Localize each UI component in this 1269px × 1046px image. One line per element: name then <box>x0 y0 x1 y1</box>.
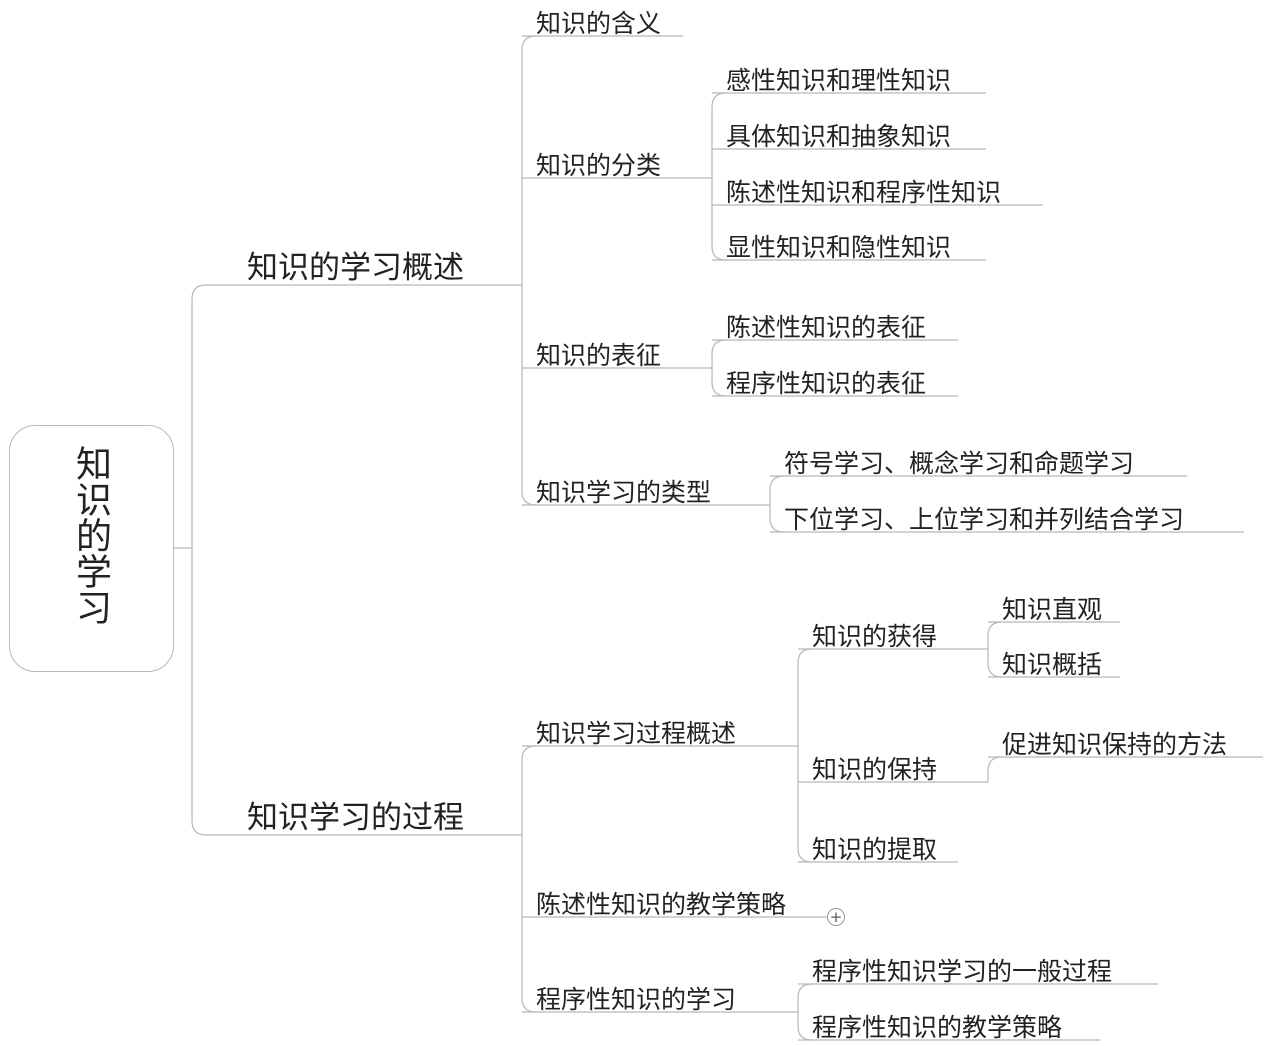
node-class-item[interactable]: 感性知识和理性知识 <box>726 66 952 95</box>
node-rep-item[interactable]: 陈述性知识的表征 <box>726 313 927 342</box>
node-rep-item[interactable]: 程序性知识的表征 <box>726 369 927 398</box>
node-type-item[interactable]: 下位学习、上位学习和并列结合学习 <box>784 505 1185 534</box>
node-proc-item[interactable]: 程序性知识的教学策略 <box>812 1013 1063 1042</box>
node-acquisition[interactable]: 知识的获得 <box>812 622 938 651</box>
node-learning-types[interactable]: 知识学习的类型 <box>536 478 712 507</box>
node-knowledge-meaning[interactable]: 知识的含义 <box>536 9 662 38</box>
root-node[interactable] <box>9 425 174 672</box>
connector-overview-trunk <box>521 35 537 506</box>
node-declarative-strategy[interactable]: 陈述性知识的教学策略 <box>536 890 787 919</box>
expand-plus-icon[interactable]: + <box>827 908 845 926</box>
node-acq-item[interactable]: 知识概括 <box>1002 650 1103 679</box>
connector-retention <box>987 756 1003 782</box>
node-class-item[interactable]: 具体知识和抽象知识 <box>726 122 952 151</box>
node-retrieval[interactable]: 知识的提取 <box>812 835 938 864</box>
node-acq-item[interactable]: 知识直观 <box>1002 595 1103 624</box>
connector-procedural <box>797 983 813 1041</box>
root-label: 知识的学习 <box>70 445 111 625</box>
node-class-item[interactable]: 陈述性知识和程序性知识 <box>726 178 1002 207</box>
connector-representation <box>711 339 727 397</box>
connector-process-overview <box>797 648 813 863</box>
node-knowledge-classification[interactable]: 知识的分类 <box>536 151 662 180</box>
connector-classification <box>711 92 727 261</box>
node-retention[interactable]: 知识的保持 <box>812 755 938 784</box>
node-ret-item[interactable]: 促进知识保持的方法 <box>1002 730 1228 759</box>
connector-types <box>769 475 785 533</box>
node-learning-process[interactable]: 知识学习的过程 <box>247 800 464 836</box>
connector-acquisition <box>987 621 1003 678</box>
connector-process-trunk <box>521 745 537 1013</box>
node-process-overview[interactable]: 知识学习过程概述 <box>536 719 737 748</box>
node-proc-item[interactable]: 程序性知识学习的一般过程 <box>812 957 1113 986</box>
connector-root-trunk <box>191 284 232 836</box>
node-class-item[interactable]: 显性知识和隐性知识 <box>726 233 952 262</box>
node-procedural-learning[interactable]: 程序性知识的学习 <box>536 985 737 1014</box>
node-knowledge-overview[interactable]: 知识的学习概述 <box>247 250 464 286</box>
node-knowledge-representation[interactable]: 知识的表征 <box>536 341 662 370</box>
node-type-item[interactable]: 符号学习、概念学习和命题学习 <box>784 449 1135 478</box>
